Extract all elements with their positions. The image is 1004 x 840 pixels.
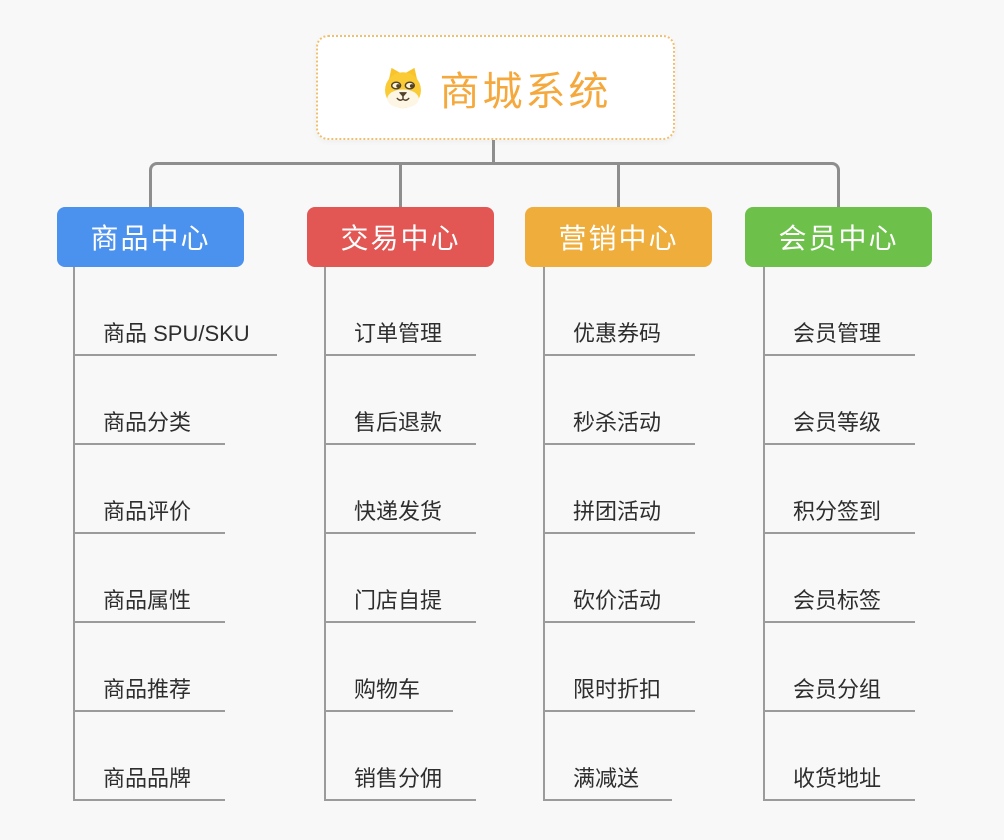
leaf-product-brand[interactable]: 商品品牌 xyxy=(73,761,225,801)
leaf-points-checkin[interactable]: 积分签到 xyxy=(763,494,915,534)
leaf-product-category[interactable]: 商品分类 xyxy=(73,405,225,445)
leaf-group-buy[interactable]: 拼团活动 xyxy=(543,494,695,534)
leaf-member-management[interactable]: 会员管理 xyxy=(763,316,915,356)
leaf-store-pickup[interactable]: 门店自提 xyxy=(324,583,476,623)
dog-face-icon xyxy=(384,67,421,108)
branch-connector-rail xyxy=(149,162,840,207)
leaf-limited-time-discount[interactable]: 限时折扣 xyxy=(543,672,695,712)
branch-trunk xyxy=(324,267,326,801)
leaf-sales-commission[interactable]: 销售分佣 xyxy=(324,761,476,801)
root-connector-stem xyxy=(492,140,495,163)
leaf-flash-sale[interactable]: 秒杀活动 xyxy=(543,405,695,445)
branch-trunk xyxy=(73,267,75,801)
root-node[interactable]: 商城系统 xyxy=(316,35,675,140)
branch-node-member-center[interactable]: 会员中心 xyxy=(745,207,932,267)
branch-connector-drop xyxy=(617,162,620,207)
leaf-shipping-address[interactable]: 收货地址 xyxy=(763,761,915,801)
branch-connector-drop xyxy=(399,162,402,207)
branch-trunk xyxy=(543,267,545,801)
leaf-product-recommend[interactable]: 商品推荐 xyxy=(73,672,225,712)
branch-trunk xyxy=(763,267,765,801)
branch-node-trade-center[interactable]: 交易中心 xyxy=(307,207,494,267)
leaf-after-sales-refund[interactable]: 售后退款 xyxy=(324,405,476,445)
leaf-member-group[interactable]: 会员分组 xyxy=(763,672,915,712)
leaf-product-spu-sku[interactable]: 商品 SPU/SKU xyxy=(73,316,277,356)
leaf-member-level[interactable]: 会员等级 xyxy=(763,405,915,445)
leaf-member-tag[interactable]: 会员标签 xyxy=(763,583,915,623)
branch-node-product-center[interactable]: 商品中心 xyxy=(57,207,244,267)
leaf-express-delivery[interactable]: 快递发货 xyxy=(324,494,476,534)
branch-node-marketing-center[interactable]: 营销中心 xyxy=(525,207,712,267)
leaf-product-attribute[interactable]: 商品属性 xyxy=(73,583,225,623)
leaf-coupon-code[interactable]: 优惠券码 xyxy=(543,316,695,356)
leaf-shopping-cart[interactable]: 购物车 xyxy=(324,672,453,712)
leaf-product-review[interactable]: 商品评价 xyxy=(73,494,225,534)
leaf-order-management[interactable]: 订单管理 xyxy=(324,316,476,356)
root-title: 商城系统 xyxy=(439,69,612,114)
leaf-bargain-activity[interactable]: 砍价活动 xyxy=(543,583,695,623)
leaf-full-reduction[interactable]: 满减送 xyxy=(543,761,672,801)
